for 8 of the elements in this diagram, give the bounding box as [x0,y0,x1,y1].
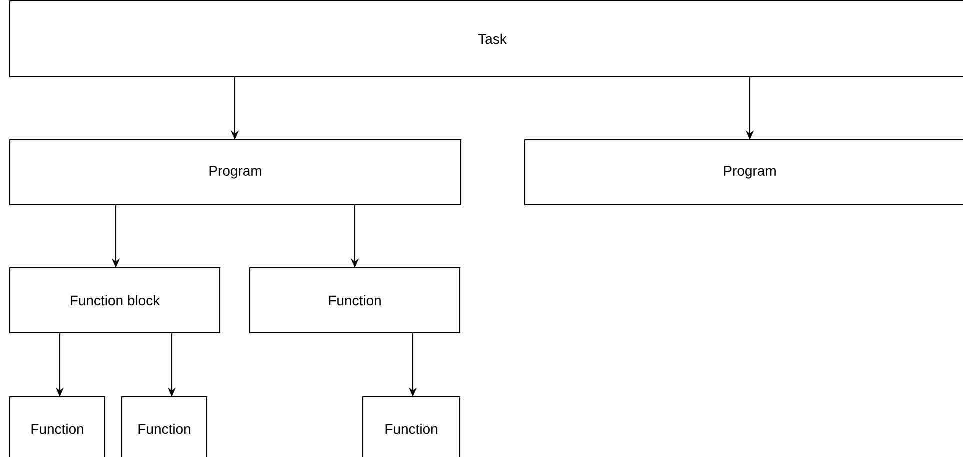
process-box: Function block [9,267,221,334]
process-box: Task [9,0,963,78]
process-box: Function [9,396,106,457]
process-box: Function [362,396,461,457]
process-box: Program [524,139,963,206]
process-box: Program [9,139,462,206]
process-box: Function [249,267,461,334]
process-box: Function [121,396,208,457]
